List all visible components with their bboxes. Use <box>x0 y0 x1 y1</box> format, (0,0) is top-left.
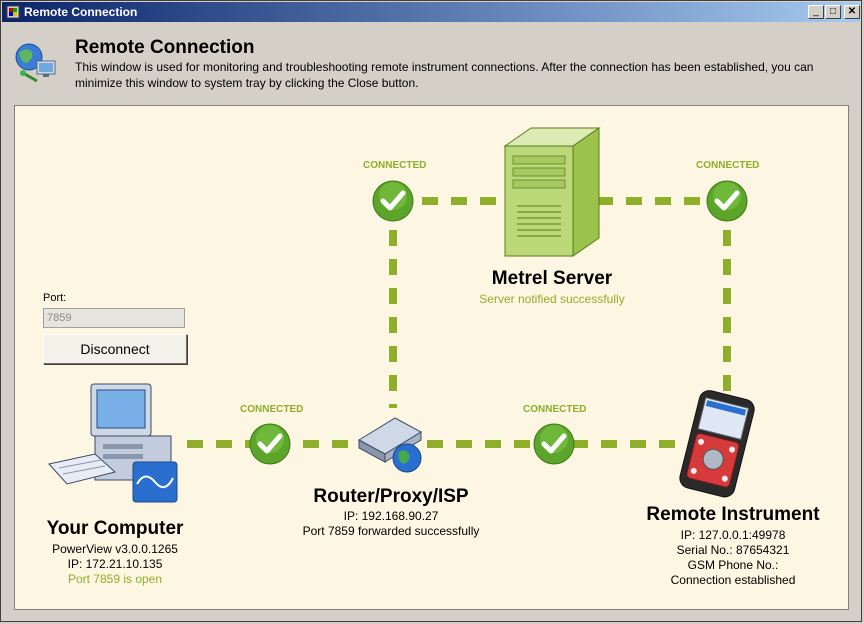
computer-icon <box>48 383 178 503</box>
close-button[interactable]: ✕ <box>844 5 860 19</box>
port-label: Port: <box>43 292 67 304</box>
computer-version: PowerView v3.0.0.1265 <box>52 542 178 556</box>
window-title: Remote Connection <box>24 5 138 19</box>
router-title: Router/Proxy/ISP <box>313 486 469 507</box>
computer-router-connected-label: CONNECTED <box>240 404 304 415</box>
computer-status: Port 7859 is open <box>67 572 163 586</box>
check-icon <box>533 423 575 465</box>
header: Remote Connection This window is used fo… <box>1 23 863 101</box>
check-icon <box>249 423 291 465</box>
network-globe-icon <box>15 43 56 83</box>
instrument-serial: Serial No.: 87654321 <box>676 543 790 557</box>
router-ip: IP: 192.168.90.27 <box>343 509 439 523</box>
server-icon <box>503 127 601 257</box>
instrument-title: Remote Instrument <box>646 504 820 525</box>
server-status: Server notified successfully <box>479 292 625 306</box>
router-status: Port 7859 forwarded successfully <box>302 524 480 538</box>
server-left-connected-label: CONNECTED <box>363 160 427 171</box>
minimize-button[interactable]: _ <box>808 5 824 19</box>
page-title: Remote Connection <box>75 37 255 58</box>
computer-ip: IP: 172.21.10.135 <box>67 557 163 571</box>
instrument-status: Connection established <box>670 573 796 587</box>
server-title: Metrel Server <box>491 268 613 289</box>
remote-instrument-icon <box>679 390 755 498</box>
check-icon <box>372 180 414 222</box>
app-icon <box>6 5 20 19</box>
instrument-gsm: GSM Phone No.: <box>687 558 779 572</box>
title-bar[interactable]: Remote Connection _ □ ✕ <box>2 2 860 22</box>
connection-diagram-panel: Port: Disconnect CONNECTED CONNECTED CON… <box>14 105 849 610</box>
maximize-button[interactable]: □ <box>825 5 841 19</box>
port-input[interactable] <box>43 308 185 328</box>
computer-title: Your Computer <box>46 518 184 539</box>
instrument-ip: IP: 127.0.0.1:49978 <box>680 528 786 542</box>
page-description: This window is used for monitoring and t… <box>75 60 814 90</box>
disconnect-button[interactable]: Disconnect <box>43 334 187 364</box>
router-icon <box>357 417 423 473</box>
router-instrument-connected-label: CONNECTED <box>523 404 587 415</box>
check-icon <box>706 180 748 222</box>
server-right-connected-label: CONNECTED <box>696 160 760 171</box>
